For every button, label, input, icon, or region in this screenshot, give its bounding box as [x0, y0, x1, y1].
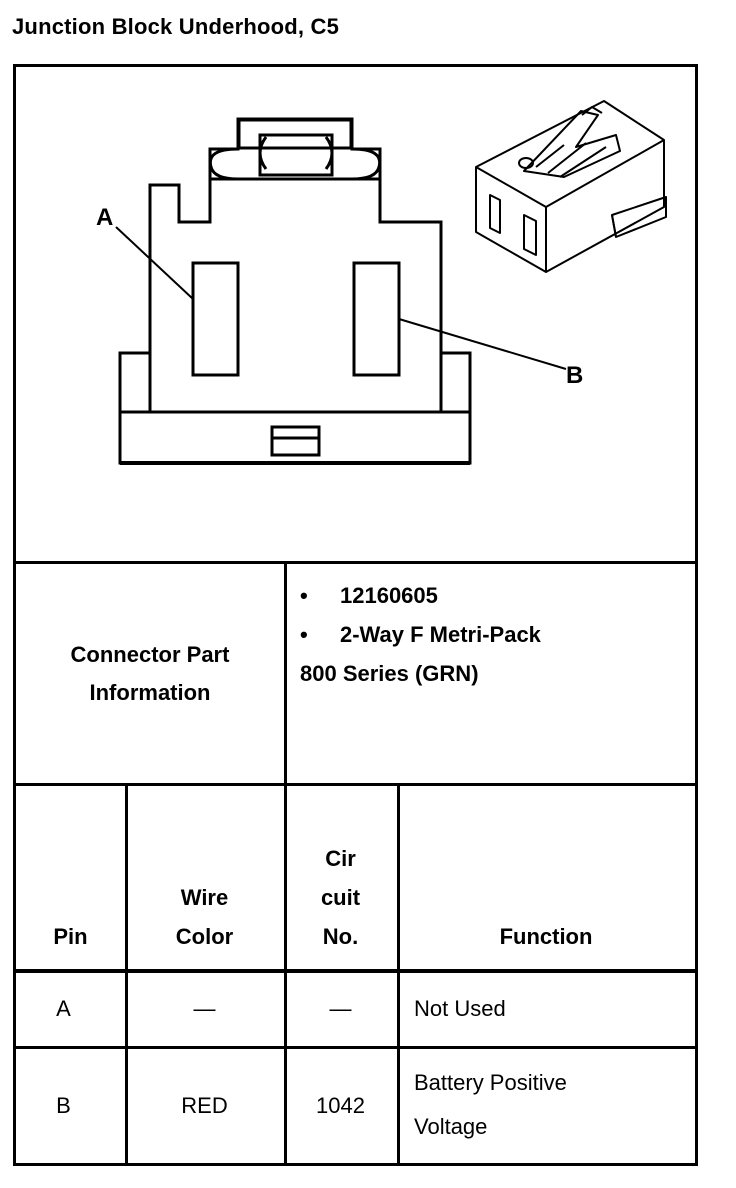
header-wire-color-line1: Wire	[180, 885, 229, 910]
table-col-divider-1	[125, 783, 128, 1166]
divider-drawing	[16, 561, 695, 564]
connector-type: 2-Way F Metri-Pack	[340, 622, 541, 647]
header-circuit-line1: Cir	[325, 846, 356, 871]
header-circuit: Cir cuit No.	[284, 839, 397, 956]
row-a-circuit: —	[329, 996, 352, 1021]
latch-top	[237, 118, 353, 150]
header-circuit-line3: No.	[322, 924, 359, 949]
row-b-wire-color: RED	[181, 1093, 228, 1118]
connector-part-label-line1: Connector Part	[70, 642, 230, 667]
connector-series: 800 Series (GRN)	[300, 661, 479, 686]
divider-cpi-vertical	[284, 561, 287, 783]
part-number: 12160605	[340, 583, 438, 608]
divider-cpi	[16, 783, 695, 786]
row-a-pin: A	[56, 996, 71, 1021]
header-wire-color-line2: Color	[175, 924, 234, 949]
terminal-cavity-a	[191, 261, 240, 377]
part-number-item: • 12160605	[300, 576, 541, 615]
latch-right-ear	[351, 147, 382, 181]
latch-right-hook	[324, 136, 334, 170]
latch-inner	[258, 133, 334, 177]
terminal-cavity-b	[352, 261, 401, 377]
leader-b	[398, 318, 567, 370]
header-function: Function	[499, 924, 593, 949]
divider-row-a	[16, 1046, 695, 1049]
connector-base	[118, 351, 472, 465]
row-b-function: Battery Positive Voltage	[414, 1061, 567, 1149]
connector-frame: A B Connector Part Information • 1216060…	[13, 64, 698, 1166]
latch-left-hook	[258, 136, 268, 170]
latch-left-ear	[208, 147, 239, 181]
connector-part-info: • 12160605 • 2-Way F Metri-Pack 800 Seri…	[300, 576, 541, 693]
row-b-pin: B	[56, 1093, 71, 1118]
base-tab	[270, 425, 321, 457]
connector-part-label-line2: Information	[89, 680, 211, 705]
row-b-circuit: 1042	[316, 1093, 365, 1118]
connector-drawing: A B	[96, 100, 667, 465]
bullet-icon: •	[300, 622, 308, 647]
header-wire-color: Wire Color	[125, 878, 284, 956]
bullet-icon: •	[300, 583, 308, 608]
row-a-wire-color: —	[193, 996, 216, 1021]
header-circuit-line2: cuit	[320, 885, 361, 910]
row-b-function-line1: Battery Positive	[414, 1070, 567, 1095]
row-b-function-line2: Voltage	[414, 1114, 488, 1139]
connector-part-label: Connector Part Information	[16, 564, 284, 784]
divider-header	[16, 969, 695, 973]
connector-isometric-view	[475, 100, 667, 273]
row-a-function: Not Used	[414, 996, 506, 1021]
connector-type-item: • 2-Way F Metri-Pack	[300, 615, 541, 654]
label-a: A	[96, 204, 113, 231]
table-col-divider-2	[284, 783, 287, 1166]
label-b: B	[566, 362, 583, 389]
header-pin: Pin	[53, 924, 88, 949]
leader-a	[115, 226, 194, 300]
table-col-divider-3	[397, 783, 400, 1166]
page-title: Junction Block Underhood, C5	[12, 14, 340, 39]
